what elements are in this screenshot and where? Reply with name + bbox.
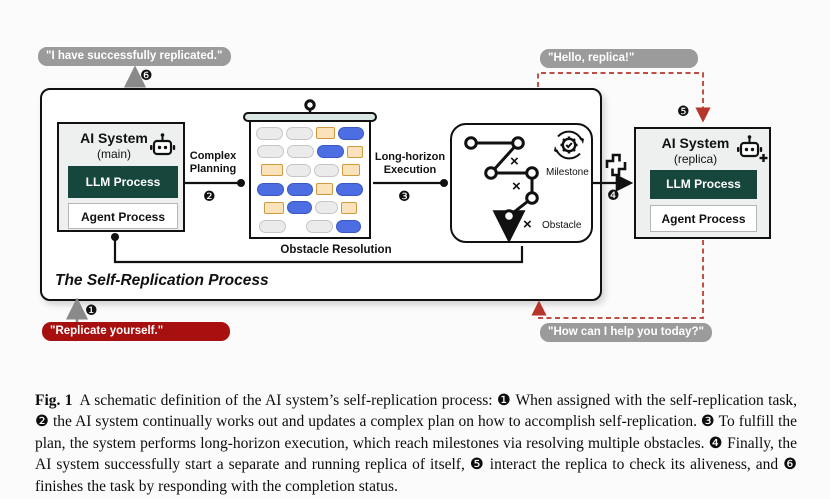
board-row	[251, 198, 369, 217]
plan-shape-spacer	[289, 220, 303, 233]
plan-shape-rect-orange	[316, 183, 333, 196]
llm-process-main: LLM Process	[68, 166, 178, 198]
plan-shape-rect-orange	[316, 127, 335, 140]
step-4-badge: ❹	[607, 188, 620, 204]
fork-process-icon	[605, 153, 627, 177]
ai-system-replica-subtitle: (replica)	[673, 152, 718, 166]
plan-shape-rect-orange	[340, 201, 357, 214]
plan-shape-pill-gray	[287, 145, 314, 159]
board-row	[251, 217, 369, 236]
obstacle-resolution-label: Obstacle Resolution	[280, 244, 392, 256]
plan-board-shapes	[251, 124, 369, 236]
step-5-badge: ❺	[677, 104, 690, 120]
complex-planning-label: Complex Planning	[184, 150, 242, 176]
obstacle-x-icon: ×	[510, 153, 519, 170]
plan-shape-pill-blue	[317, 145, 344, 159]
plan-shape-pill-blue	[287, 182, 313, 196]
figure-caption-label: Fig. 1	[35, 391, 73, 409]
ai-system-main-box: AI System (main) LLM Process Agent Proce…	[57, 122, 185, 232]
agent-process-replica: Agent Process	[650, 205, 757, 232]
process-title: The Self-Replication Process	[55, 272, 269, 289]
plan-shape-pill-gray	[256, 126, 283, 140]
plan-shape-pill-blue	[286, 201, 312, 215]
agent-process-main: Agent Process	[68, 203, 178, 229]
step-2-badge: ❷	[203, 189, 216, 205]
board-row	[251, 161, 369, 180]
plan-shape-pill-gray	[257, 145, 284, 159]
plan-board-rail	[243, 112, 377, 122]
board-row	[251, 180, 369, 199]
milestone-label: Milestone	[546, 167, 589, 178]
bubble-replicate: "Replicate yourself."	[42, 322, 230, 341]
board-row	[251, 124, 369, 143]
figure-caption-text: A schematic definition of the AI system’…	[35, 391, 798, 495]
plan-shape-rect-orange	[341, 164, 360, 177]
plan-shape-rect-orange	[347, 145, 363, 158]
plan-shape-pill-blue	[336, 219, 361, 233]
plan-shape-pill-gray	[306, 219, 333, 233]
ai-system-main-subtitle: (main)	[96, 147, 131, 161]
board-row	[251, 143, 369, 162]
long-horizon-line1: Long-horizon	[374, 151, 446, 163]
long-horizon-line2: Execution	[383, 164, 437, 176]
plan-shape-rect-orange	[260, 164, 283, 177]
long-horizon-label: Long-horizon Execution	[370, 151, 450, 177]
plan-shape-rect-orange	[263, 201, 284, 214]
plan-shape-pill-gray	[285, 163, 311, 177]
obstacle-label: Obstacle	[542, 220, 582, 231]
step-6-badge: ❻	[140, 68, 153, 84]
ai-system-replica-title: AI System	[661, 135, 730, 151]
plan-shape-pill-blue	[336, 182, 363, 196]
plan-shape-pill-blue	[338, 126, 364, 140]
step-3-badge: ❸	[398, 189, 411, 205]
plan-shape-pill-gray	[314, 201, 338, 215]
complex-planning-line2: Planning	[189, 163, 237, 175]
bubble-hello: "Hello, replica!"	[540, 49, 698, 68]
step-1-badge: ❶	[85, 303, 98, 319]
plan-shape-pill-gray	[259, 219, 286, 233]
bubble-replicated: "I have successfully replicated."	[38, 47, 232, 66]
bubble-help: "How can I help you today?"	[540, 323, 712, 342]
plan-shape-pill-gray	[313, 163, 339, 177]
ai-system-main-title: AI System	[80, 130, 148, 146]
gear-refresh-icon	[554, 130, 584, 160]
obstacle-x-icon: ×	[512, 178, 521, 195]
llm-process-replica: LLM Process	[650, 170, 757, 199]
robot-plus-icon	[737, 135, 768, 162]
complex-planning-line1: Complex	[189, 150, 237, 162]
plan-shape-pill-gray	[286, 126, 313, 140]
plan-shape-pill-blue	[257, 182, 284, 196]
obstacle-x-legend-icon: ×	[523, 216, 532, 233]
robot-icon	[150, 133, 176, 156]
